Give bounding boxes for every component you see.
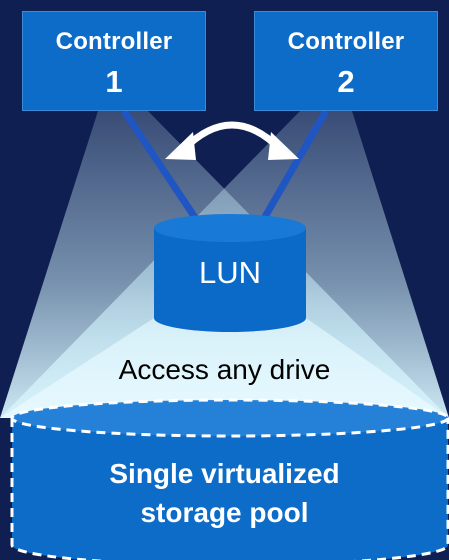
failover-arrow-icon [165, 121, 299, 160]
controller-2-label: Controller [287, 28, 405, 55]
controller-2-box: Controller 2 [254, 11, 438, 111]
storage-pool-label: Single virtualized storage pool [0, 454, 449, 532]
controller-1-number: 1 [105, 64, 123, 99]
storage-pool-label-line-2: storage pool [140, 497, 309, 528]
controller-2-number: 2 [337, 64, 355, 99]
lun-access-cone [0, 318, 449, 418]
controller-1-label: Controller [55, 28, 173, 55]
lun-cylinder [154, 214, 306, 332]
controller-1-connector [121, 109, 201, 224]
storage-pool-cylinder [10, 398, 449, 560]
access-any-drive-label: Access any drive [118, 354, 331, 385]
controller-2-connector [258, 109, 330, 224]
controller-1-box: Controller 1 [22, 11, 206, 111]
storage-pool-label-line-1: Single virtualized [109, 458, 340, 489]
lun-label: LUN [198, 255, 261, 290]
